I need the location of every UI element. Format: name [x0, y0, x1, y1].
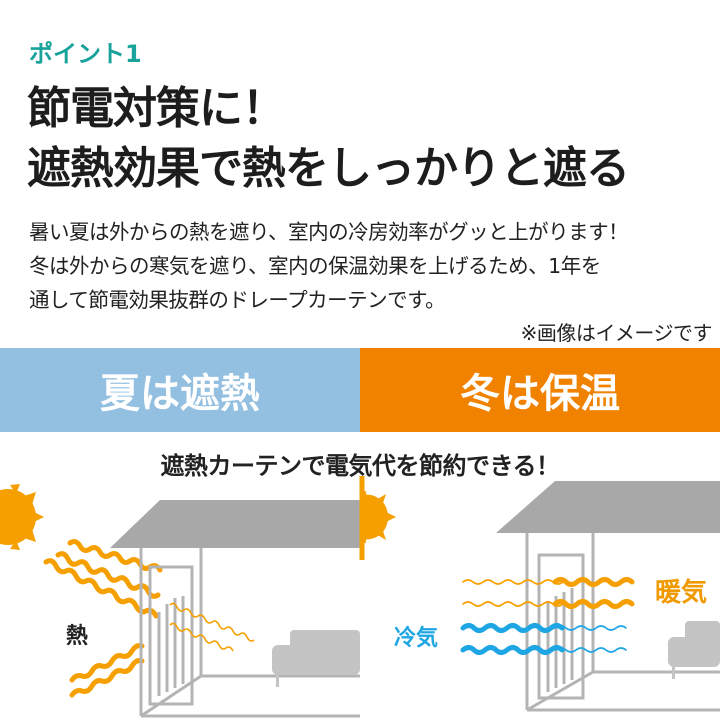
- image-note: ※画像はイメージです: [520, 321, 713, 345]
- winter-band: 冬は保温: [360, 348, 720, 432]
- cold-air-label: 冷気: [394, 626, 439, 651]
- summer-band: 夏は遮熱: [0, 348, 360, 432]
- description-line: 冬は外からの寒気を遮り、室内の保温効果を上げるため、1年を: [29, 254, 601, 278]
- heat-label: 熱: [66, 624, 89, 649]
- page-title-line2: 遮熱効果で熱をしっかりと遮る: [27, 143, 630, 194]
- sofa-icon: [272, 630, 360, 687]
- sofa-icon: [668, 621, 720, 679]
- description: 暑い夏は外からの熱を遮り、室内の冷房効率がグッと上がります！ 冬は外からの寒気を…: [29, 215, 629, 317]
- page-title-line1: 節電対策に！: [27, 83, 286, 134]
- illustration: [0, 476, 720, 718]
- curtain-icon: [148, 565, 194, 706]
- cold-wave-icon: [460, 623, 627, 655]
- winter-band-label: 冬は保温: [460, 371, 620, 417]
- sun-icon: [362, 491, 396, 543]
- sun-icon: [0, 484, 44, 550]
- summer-band-label: 夏は遮熱: [100, 371, 260, 417]
- house-icon: [496, 481, 720, 712]
- point-label: ポイント1: [29, 40, 142, 68]
- heat-wave-icon: [43, 539, 163, 698]
- heat-wave-icon: [462, 577, 635, 609]
- illustration-subheading: 遮熱カーテンで電気代を節約できる！: [160, 452, 560, 480]
- description-line: 通して節電効果抜群のドレープカーテンです。: [29, 288, 446, 312]
- heat-wave-icon: [169, 602, 255, 652]
- warm-air-label: 暖気: [655, 578, 708, 608]
- description-line: 暑い夏は外からの熱を遮り、室内の冷房効率がグッと上がります！: [29, 220, 629, 244]
- house-icon: [110, 500, 360, 718]
